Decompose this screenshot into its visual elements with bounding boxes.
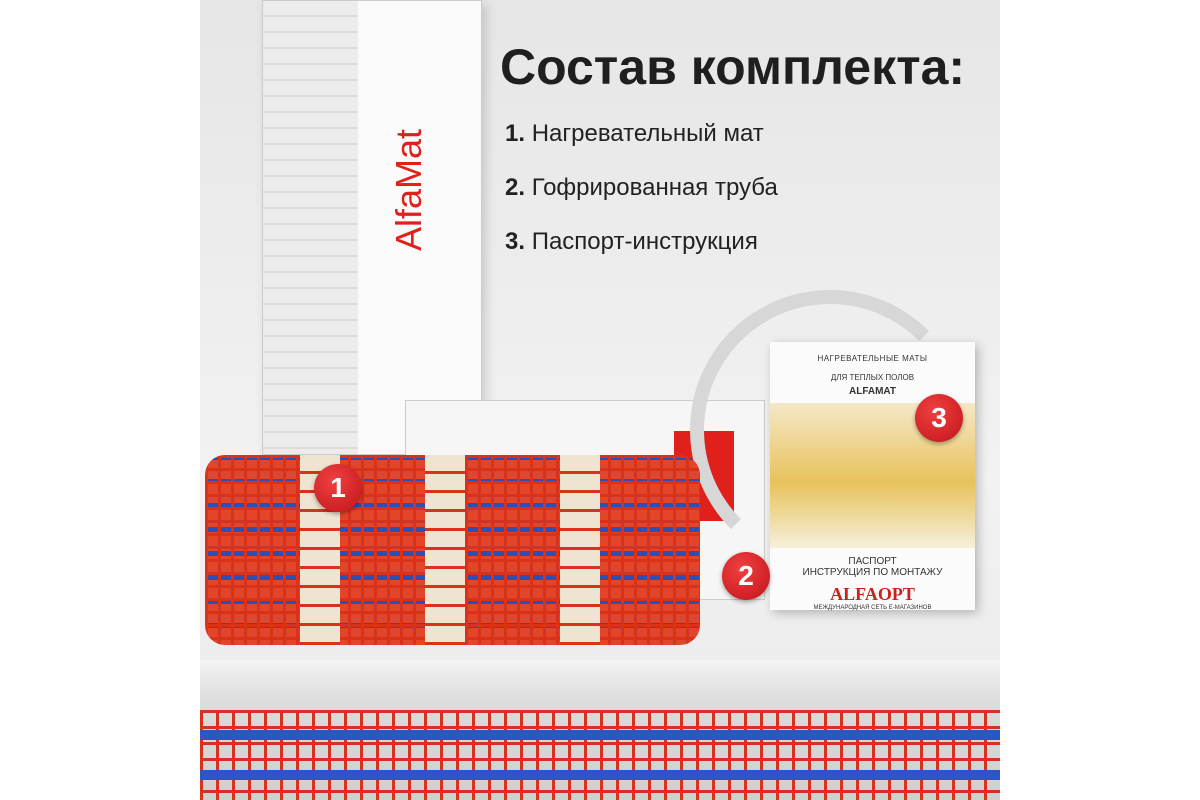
list-item: 2. Гофрированная труба	[505, 174, 778, 201]
badge-1: 1	[314, 464, 362, 512]
badge-3: 3	[915, 394, 963, 442]
product-scene: AlfaMat НАГРЕВАТЕЛЬНЫЕ МАТЫ ДЛЯ ТЕПЛЫХ П…	[200, 0, 1000, 800]
badge-2: 2	[722, 552, 770, 600]
list-item: 1. Нагревательный мат	[505, 120, 764, 147]
passport-booklet: НАГРЕВАТЕЛЬНЫЕ МАТЫ ДЛЯ ТЕПЛЫХ ПОЛОВ ALF…	[770, 342, 975, 611]
page-title: Состав комплекта:	[500, 39, 966, 95]
brand-logo: ALFAOPT	[830, 584, 915, 604]
box-logo: AlfaMat	[388, 128, 429, 251]
list-item: 3. Паспорт-инструкция	[505, 228, 758, 255]
floor-cross-section	[200, 660, 1000, 800]
product-box: AlfaMat	[262, 0, 482, 455]
